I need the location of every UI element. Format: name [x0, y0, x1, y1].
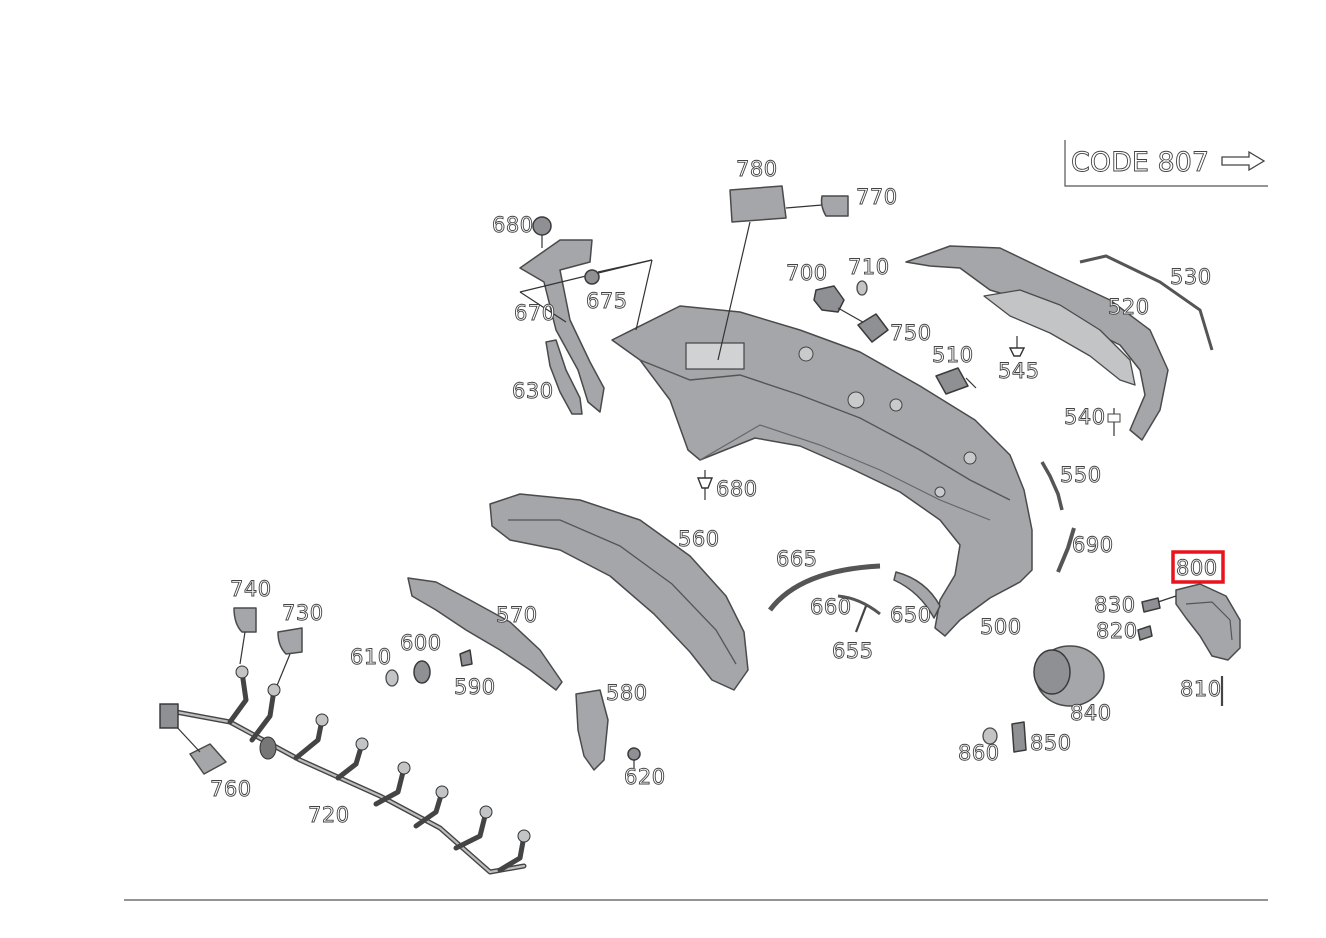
part-655-pin[interactable]	[854, 605, 868, 633]
part-580-bracket[interactable]	[575, 689, 609, 771]
part-680-clip-lower[interactable]	[696, 470, 714, 500]
part-770-connector[interactable]	[820, 195, 849, 217]
label-620[interactable]: 620	[624, 765, 666, 790]
label-580[interactable]: 580	[606, 681, 648, 706]
part-860-cap[interactable]	[982, 727, 998, 745]
highlight-box-800	[1171, 550, 1225, 584]
label-740[interactable]: 740	[230, 577, 272, 602]
label-570[interactable]: 570	[496, 603, 538, 628]
label-830[interactable]: 830	[1094, 593, 1136, 618]
label-810[interactable]: 810	[1180, 677, 1222, 702]
part-630-bracket[interactable]	[545, 339, 583, 415]
label-655[interactable]: 655	[832, 639, 874, 664]
part-600-washer[interactable]	[413, 660, 431, 684]
part-620-clip[interactable]	[627, 747, 641, 768]
label-545[interactable]: 545	[998, 359, 1040, 384]
label-820[interactable]: 820	[1096, 619, 1138, 644]
part-530-trim[interactable]	[1079, 254, 1214, 351]
label-680-top[interactable]: 680	[492, 213, 534, 238]
label-700[interactable]: 700	[786, 261, 828, 286]
part-545-fastener[interactable]	[1008, 336, 1026, 357]
label-675[interactable]: 675	[586, 289, 628, 314]
label-690[interactable]: 690	[1072, 533, 1114, 558]
part-500-bumper-cover[interactable]	[611, 305, 1033, 637]
label-850[interactable]: 850	[1030, 731, 1072, 756]
part-590-nut[interactable]	[459, 649, 473, 667]
label-680-lower[interactable]: 680	[716, 477, 758, 502]
part-665-trim[interactable]	[768, 563, 881, 612]
label-760[interactable]: 760	[210, 777, 252, 802]
label-540[interactable]: 540	[1064, 405, 1106, 430]
part-850-fastener[interactable]	[1011, 721, 1027, 753]
part-800-tow-bracket[interactable]	[1175, 583, 1241, 661]
label-600[interactable]: 600	[400, 631, 442, 656]
code-note-text: CODE 807	[1071, 147, 1209, 178]
part-820-bolt[interactable]	[1137, 625, 1153, 641]
part-520-diffuser[interactable]	[905, 245, 1169, 441]
label-530[interactable]: 530	[1170, 265, 1212, 290]
part-690-reflector[interactable]	[1056, 527, 1076, 573]
part-730-connector[interactable]	[275, 627, 303, 689]
label-780[interactable]: 780	[736, 157, 778, 182]
code-note: CODE 807	[1064, 140, 1268, 187]
label-710[interactable]: 710	[848, 255, 890, 280]
part-660-strip[interactable]	[837, 594, 881, 616]
label-630[interactable]: 630	[512, 379, 554, 404]
label-610[interactable]: 610	[350, 645, 392, 670]
label-660[interactable]: 660	[810, 595, 852, 620]
part-840-housing[interactable]	[1033, 645, 1105, 707]
label-560[interactable]: 560	[678, 527, 720, 552]
outline-right-arrow-icon	[1221, 150, 1266, 172]
part-540-fastener[interactable]	[1107, 408, 1121, 436]
label-670[interactable]: 670	[514, 301, 556, 326]
part-675-nut[interactable]	[584, 269, 600, 285]
label-520[interactable]: 520	[1108, 295, 1150, 320]
part-760-connector[interactable]	[173, 723, 227, 775]
label-770[interactable]: 770	[856, 185, 898, 210]
label-590[interactable]: 590	[454, 675, 496, 700]
label-720[interactable]: 720	[308, 803, 350, 828]
label-650[interactable]: 650	[890, 603, 932, 628]
label-800[interactable]: 800	[1176, 556, 1218, 581]
label-750[interactable]: 750	[890, 321, 932, 346]
part-570-carrier[interactable]	[407, 577, 563, 691]
label-550[interactable]: 550	[1060, 463, 1102, 488]
label-730[interactable]: 730	[282, 601, 324, 626]
part-720-wiring-harness[interactable]	[159, 665, 531, 875]
part-780-control-unit[interactable]	[717, 185, 823, 361]
label-510[interactable]: 510	[932, 343, 974, 368]
part-700-sensor[interactable]	[813, 285, 869, 326]
label-840[interactable]: 840	[1070, 701, 1112, 726]
part-560-impact-absorber[interactable]	[489, 493, 749, 691]
part-650-liner[interactable]	[893, 571, 941, 619]
part-510-cover[interactable]	[935, 367, 969, 395]
part-750-bracket[interactable]	[857, 313, 889, 343]
label-500[interactable]: 500	[980, 615, 1022, 640]
part-710-ring[interactable]	[856, 280, 868, 296]
label-860[interactable]: 860	[958, 741, 1000, 766]
label-665[interactable]: 665	[776, 547, 818, 572]
part-680-clip-top[interactable]	[532, 216, 552, 248]
part-740-connector[interactable]	[233, 607, 257, 665]
part-830-clip[interactable]	[1141, 595, 1177, 613]
part-610-grommet[interactable]	[385, 669, 399, 687]
part-550-strip[interactable]	[1040, 461, 1064, 511]
